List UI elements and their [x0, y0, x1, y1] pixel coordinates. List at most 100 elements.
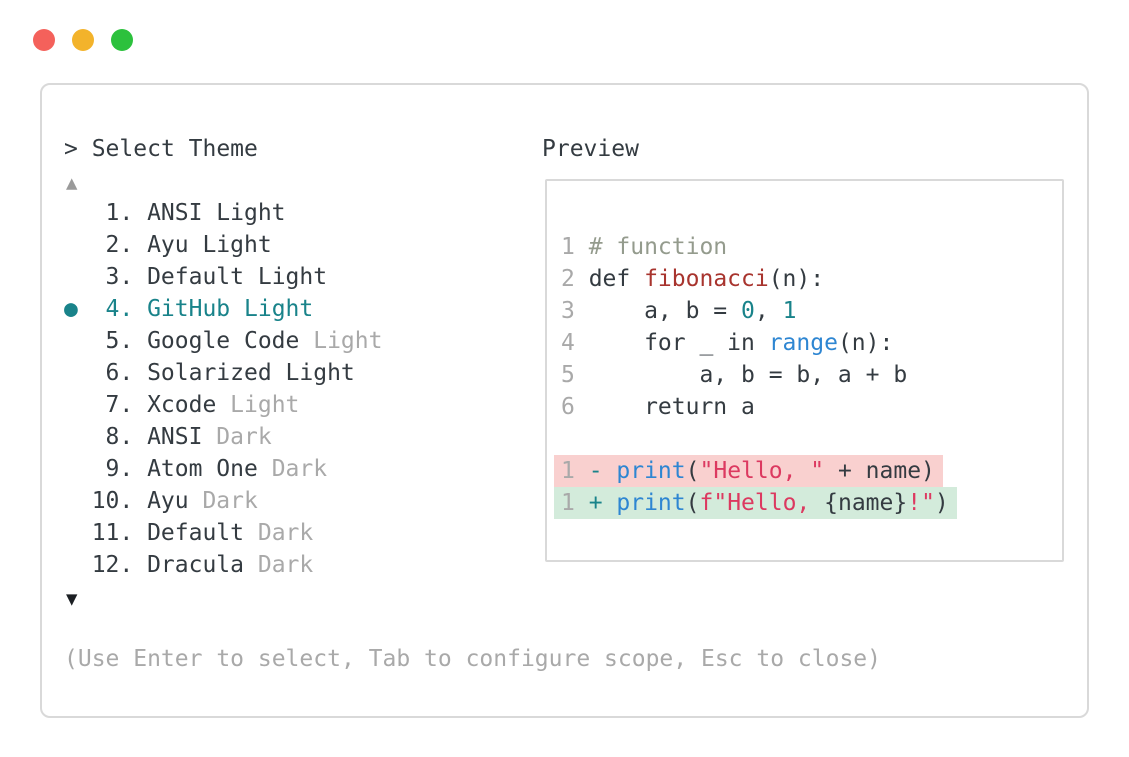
theme-item-name: Ayu — [147, 232, 189, 258]
theme-item-name: Default — [147, 264, 244, 290]
code-segment: def — [588, 266, 645, 292]
theme-list-item[interactable]: 11. Default Dark — [64, 517, 382, 549]
page-title: Select Theme — [91, 136, 258, 162]
theme-list-item[interactable]: 7. Xcode Light — [64, 389, 382, 421]
theme-item-number: 3. — [105, 264, 134, 290]
theme-list-item[interactable]: 1. ANSI Light — [64, 197, 382, 229]
code-segment: fibonacci — [644, 266, 769, 292]
theme-list-item[interactable]: ● 4. GitHub Light — [64, 293, 382, 325]
theme-item-variant: Dark — [271, 456, 328, 482]
theme-item-variant: Dark — [202, 488, 258, 514]
code-line: 6 return a — [561, 391, 957, 423]
theme-item-variant: Light — [244, 296, 314, 322]
code-segment: print — [616, 490, 686, 516]
theme-item-name: ANSI — [147, 200, 203, 226]
minimize-button[interactable] — [72, 29, 94, 51]
code-segment: + name) — [824, 458, 935, 484]
code-line: 5 a, b = b, a + b — [561, 359, 957, 391]
code-segment: {name} — [824, 490, 908, 516]
code-segment: f"Hello, — [699, 490, 825, 516]
code-segment: 0 — [741, 298, 755, 324]
theme-list-item[interactable]: 2. Ayu Light — [64, 229, 382, 261]
window-controls — [33, 29, 133, 51]
code-segment: return a — [588, 394, 755, 420]
scroll-down-icon[interactable]: ▼ — [66, 588, 78, 610]
theme-item-number: 1. — [105, 200, 134, 226]
theme-item-variant: Dark — [216, 424, 272, 450]
selected-bullet-icon: ● — [64, 296, 78, 322]
line-number: 2 — [561, 266, 575, 292]
theme-item-variant: Dark — [257, 520, 314, 546]
theme-item-variant: Dark — [257, 552, 314, 578]
code-line: 1 # function — [561, 231, 957, 263]
theme-item-number: 11. — [91, 520, 134, 546]
theme-item-variant: Light — [216, 200, 286, 226]
code-segment: + — [588, 490, 617, 516]
code-segment: ( — [685, 490, 700, 516]
theme-item-variant: Light — [230, 392, 300, 418]
theme-item-variant: Light — [313, 328, 383, 354]
code-line: 2 def fibonacci(n): — [561, 263, 957, 295]
maximize-button[interactable] — [111, 29, 133, 51]
code-line — [561, 423, 957, 455]
help-text: (Use Enter to select, Tab to configure s… — [64, 646, 881, 672]
line-number: 1 — [561, 458, 575, 484]
preview-label: Preview — [542, 136, 639, 162]
line-number: 1 — [561, 234, 575, 260]
theme-item-variant: Light — [285, 360, 355, 386]
theme-item-variant: Light — [202, 232, 272, 258]
code-segment: "Hello, " — [699, 458, 825, 484]
code-line: 3 a, b = 0, 1 — [561, 295, 957, 327]
theme-item-name: Xcode — [147, 392, 217, 418]
code-segment: 1 — [782, 298, 797, 324]
code-segment: # function — [588, 234, 728, 260]
prompt-title: > Select Theme — [64, 133, 258, 165]
theme-item-number: 8. — [105, 424, 134, 450]
prompt-caret-icon: > — [64, 136, 78, 162]
close-button[interactable] — [33, 29, 55, 51]
theme-list-item[interactable]: 3. Default Light — [64, 261, 382, 293]
theme-item-name: Default — [147, 520, 244, 546]
code-segment: ( — [685, 458, 700, 484]
theme-item-name: Solarized — [147, 360, 272, 386]
theme-item-name: Atom One — [147, 456, 258, 482]
theme-item-number: 12. — [91, 552, 134, 578]
code-segment: print — [616, 458, 686, 484]
code-segment: (n): — [837, 330, 894, 356]
code-segment: - — [588, 458, 617, 484]
code-segment: !" — [907, 490, 935, 516]
theme-list-item[interactable]: 10. Ayu Dark — [64, 485, 382, 517]
theme-item-name: Google Code — [147, 328, 300, 354]
theme-list-item[interactable]: 5. Google Code Light — [64, 325, 383, 357]
line-number: 5 — [561, 362, 575, 388]
theme-item-name: Ayu — [147, 488, 189, 514]
code-segment: (n): — [768, 266, 825, 292]
theme-item-number: 7. — [105, 392, 134, 418]
diff-line-removed: 1- print("Hello, " + name) — [554, 455, 943, 487]
code-segment: ) — [934, 490, 949, 516]
theme-item-variant: Light — [257, 264, 328, 290]
code-segment: for _ in — [588, 330, 769, 356]
theme-item-number: 2. — [105, 232, 134, 258]
line-number: 1 — [561, 490, 575, 516]
code-segment: range — [768, 330, 838, 356]
theme-list-item[interactable]: 9. Atom One Dark — [64, 453, 382, 485]
scroll-up-icon[interactable]: ▲ — [66, 172, 78, 194]
theme-item-number: 4. — [105, 296, 134, 322]
theme-item-name: GitHub — [147, 296, 231, 322]
line-number: 6 — [561, 394, 575, 420]
theme-item-number: 10. — [91, 488, 134, 514]
theme-item-name: ANSI — [147, 424, 203, 450]
code-segment: a, b = — [588, 298, 742, 324]
theme-item-number: 9. — [105, 456, 134, 482]
code-segment: a, b = b, a + b — [588, 362, 908, 388]
theme-item-number: 5. — [105, 328, 134, 354]
theme-list-item[interactable]: 8. ANSI Dark — [64, 421, 382, 453]
code-line: 4 for _ in range(n): — [561, 327, 957, 359]
line-number: 3 — [561, 298, 575, 324]
